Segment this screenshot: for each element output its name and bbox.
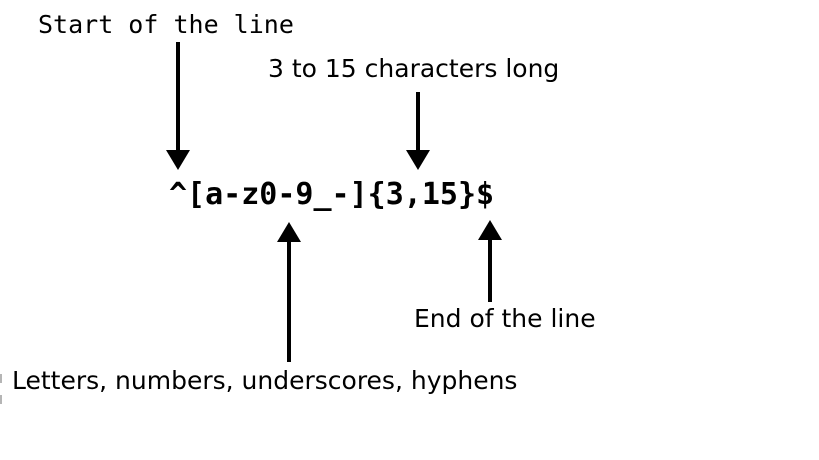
left-edge-mark-top <box>0 374 2 383</box>
label-charset: Letters, numbers, underscores, hyphens <box>12 366 518 395</box>
label-start-of-line: Start of the line <box>38 10 294 39</box>
label-length: 3 to 15 characters long <box>268 54 560 83</box>
arrow-charset <box>277 222 301 362</box>
regex-pattern: ^[a-z0-9_-]{3,15}$ <box>169 177 495 212</box>
left-edge-mark-bottom <box>0 395 2 404</box>
arrow-length <box>406 92 430 170</box>
arrow-end-of-line <box>478 220 502 302</box>
arrow-start-of-line <box>166 42 190 170</box>
label-end-of-line: End of the line <box>414 304 596 333</box>
